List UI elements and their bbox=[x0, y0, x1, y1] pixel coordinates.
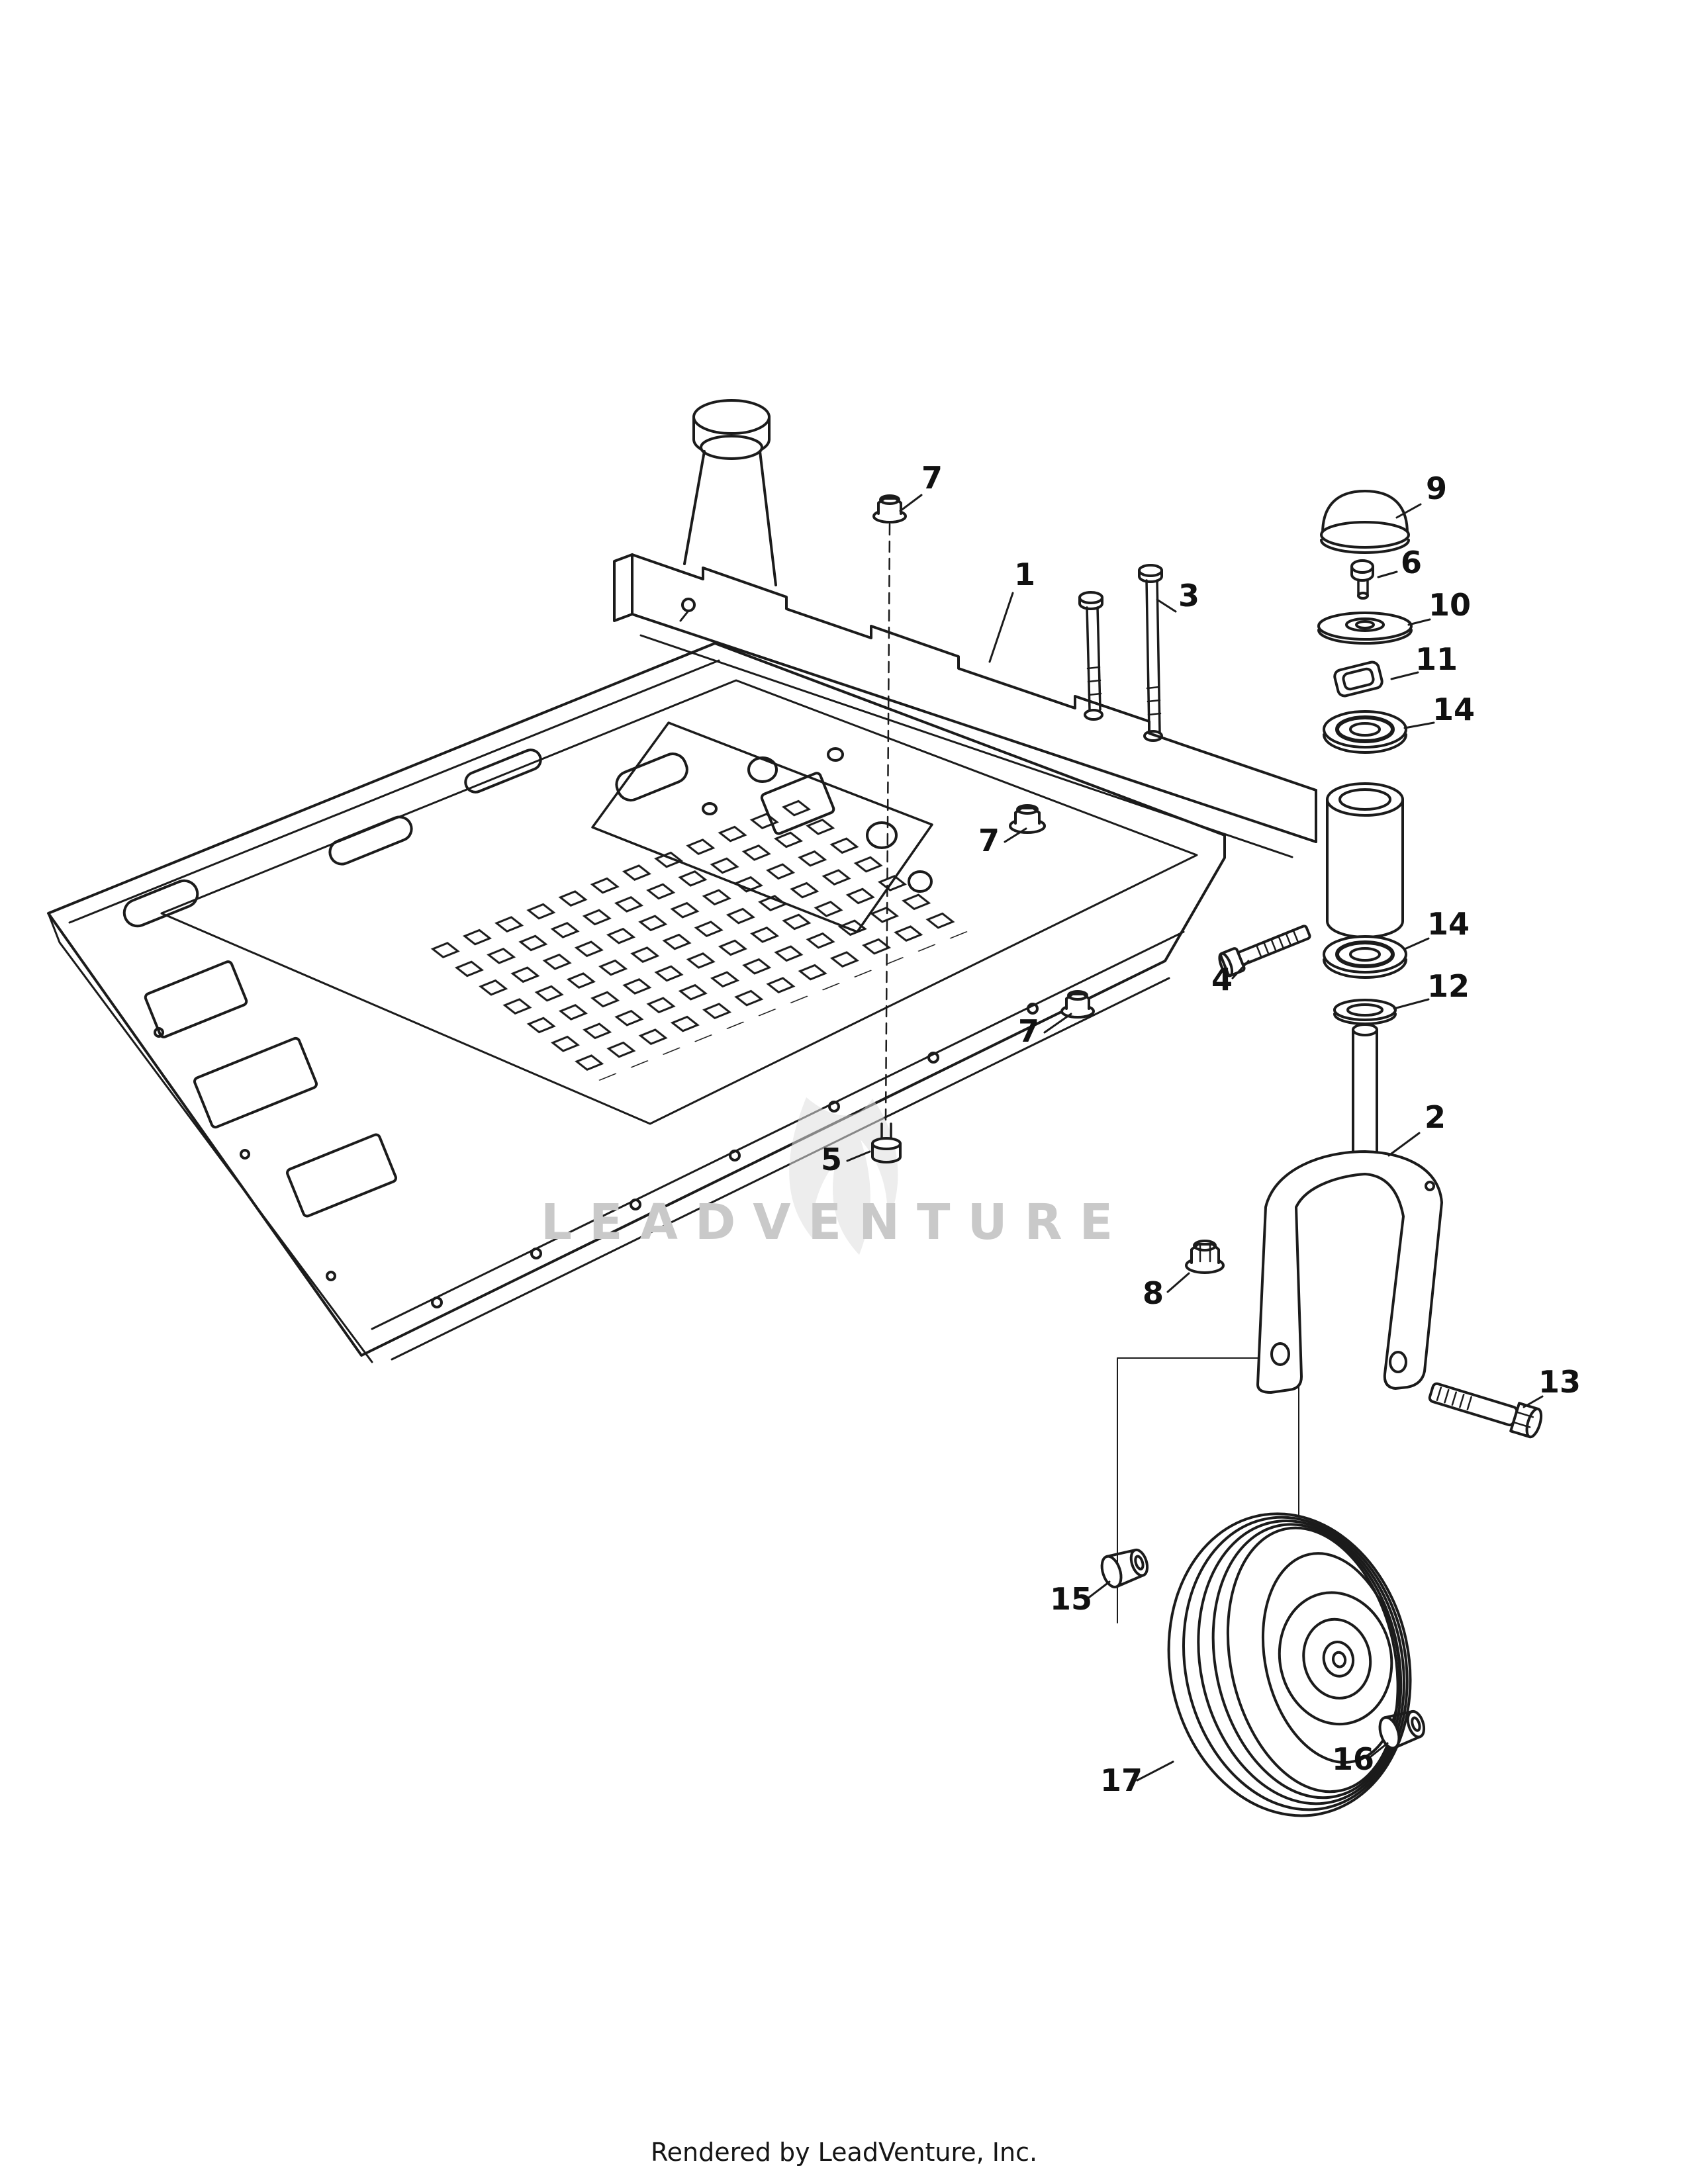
mower-frame bbox=[47, 642, 1226, 1363]
caster-wheel-part17 bbox=[1167, 1512, 1412, 1817]
callout-12: 12 bbox=[1393, 968, 1470, 1010]
wheel-rim bbox=[1278, 1591, 1393, 1726]
shoulder-bolt-part5 bbox=[871, 1122, 902, 1163]
svg-text:9: 9 bbox=[1426, 471, 1447, 506]
callout-17: 17 bbox=[1100, 1760, 1174, 1798]
fork-body bbox=[1256, 1150, 1443, 1394]
flange-lock-nut-part8 bbox=[1185, 1240, 1225, 1274]
flange-nut-part7-mid bbox=[1009, 804, 1046, 834]
frame-outline bbox=[47, 642, 1226, 1357]
svg-text:1: 1 bbox=[1014, 557, 1035, 592]
svg-text:5: 5 bbox=[821, 1142, 842, 1177]
svg-text:8: 8 bbox=[1143, 1275, 1164, 1311]
cap-bolt-part6 bbox=[1350, 559, 1374, 600]
watermark-text: LEADVENTURE bbox=[541, 1194, 1130, 1251]
svg-text:4: 4 bbox=[1211, 962, 1233, 997]
callout-14-lower: 14 bbox=[1403, 906, 1470, 950]
watermark: LEADVENTURE bbox=[541, 1097, 1130, 1255]
callout-10: 10 bbox=[1407, 587, 1471, 626]
svg-text:7: 7 bbox=[921, 460, 943, 496]
callout-3: 3 bbox=[1156, 578, 1199, 614]
grease-fitting bbox=[681, 598, 696, 612]
alignment-dashed-line bbox=[884, 523, 891, 1122]
svg-text:15: 15 bbox=[1050, 1581, 1092, 1617]
flange-nut-part7-low bbox=[1060, 990, 1095, 1019]
callout-5: 5 bbox=[821, 1142, 871, 1177]
callout-7-top: 7 bbox=[899, 460, 943, 512]
svg-text:6: 6 bbox=[1401, 545, 1422, 580]
callout-9: 9 bbox=[1395, 471, 1447, 519]
hex-flange-bolt-part4 bbox=[1218, 925, 1311, 978]
svg-text:7: 7 bbox=[978, 823, 1000, 858]
callout-6: 6 bbox=[1377, 545, 1422, 580]
svg-text:7: 7 bbox=[1018, 1013, 1039, 1049]
callout-13: 13 bbox=[1523, 1364, 1581, 1408]
callout-7-low: 7 bbox=[1018, 1013, 1072, 1049]
callout-16: 16 bbox=[1332, 1741, 1389, 1777]
callout-1: 1 bbox=[988, 557, 1035, 663]
svg-text:17: 17 bbox=[1100, 1762, 1143, 1798]
retainer-clip-part11 bbox=[1333, 660, 1383, 698]
dust-cap-part9 bbox=[1320, 490, 1410, 554]
frame-hole-grid bbox=[424, 794, 976, 1083]
svg-text:13: 13 bbox=[1538, 1364, 1581, 1400]
caster-fork-part2 bbox=[1256, 1023, 1443, 1394]
svg-text:10: 10 bbox=[1429, 587, 1471, 623]
watermark-logo-icon bbox=[789, 1097, 898, 1255]
spacer-bushing-part15 bbox=[1100, 1548, 1149, 1588]
wheel-hub bbox=[1322, 1641, 1355, 1678]
thrust-washer-part12 bbox=[1333, 999, 1397, 1025]
washer-disc-part10 bbox=[1317, 612, 1413, 645]
callout-14-upper: 14 bbox=[1403, 692, 1475, 729]
svg-text:14: 14 bbox=[1427, 906, 1470, 942]
fork-stem bbox=[1352, 1028, 1378, 1163]
carriage-bolt-part3-right bbox=[1138, 564, 1163, 733]
svg-text:3: 3 bbox=[1178, 578, 1199, 614]
flange-nut-part7-top bbox=[872, 494, 907, 523]
callout-11: 11 bbox=[1390, 641, 1458, 680]
callout-2: 2 bbox=[1387, 1099, 1446, 1157]
callout-8: 8 bbox=[1143, 1272, 1190, 1311]
svg-text:12: 12 bbox=[1427, 968, 1470, 1004]
svg-text:11: 11 bbox=[1415, 641, 1458, 677]
footer-credit: Rendered by LeadVenture, Inc. bbox=[650, 2138, 1038, 2167]
caster-axle-bolt-part13 bbox=[1428, 1382, 1543, 1439]
deck-inner-edge bbox=[160, 679, 1198, 1125]
wheel-sidewall bbox=[1261, 1552, 1401, 1764]
callouts: 7 1 3 9 6 10 1 bbox=[821, 460, 1581, 1798]
caster-tube bbox=[1326, 782, 1404, 938]
pivot-post bbox=[683, 399, 777, 586]
ball-bearing-upper-part14 bbox=[1323, 710, 1407, 754]
spacer-bushing-part16 bbox=[1378, 1709, 1426, 1750]
ball-bearing-lower-part14 bbox=[1323, 935, 1407, 979]
carriage-bolt-part3-left bbox=[1078, 591, 1103, 711]
svg-text:16: 16 bbox=[1332, 1741, 1374, 1777]
callout-15: 15 bbox=[1050, 1580, 1111, 1617]
axle-bar-part1 bbox=[613, 553, 1317, 858]
callout-4: 4 bbox=[1211, 960, 1250, 997]
callout-7-mid: 7 bbox=[978, 823, 1027, 858]
svg-text:14: 14 bbox=[1432, 692, 1475, 727]
svg-text:2: 2 bbox=[1425, 1099, 1446, 1135]
